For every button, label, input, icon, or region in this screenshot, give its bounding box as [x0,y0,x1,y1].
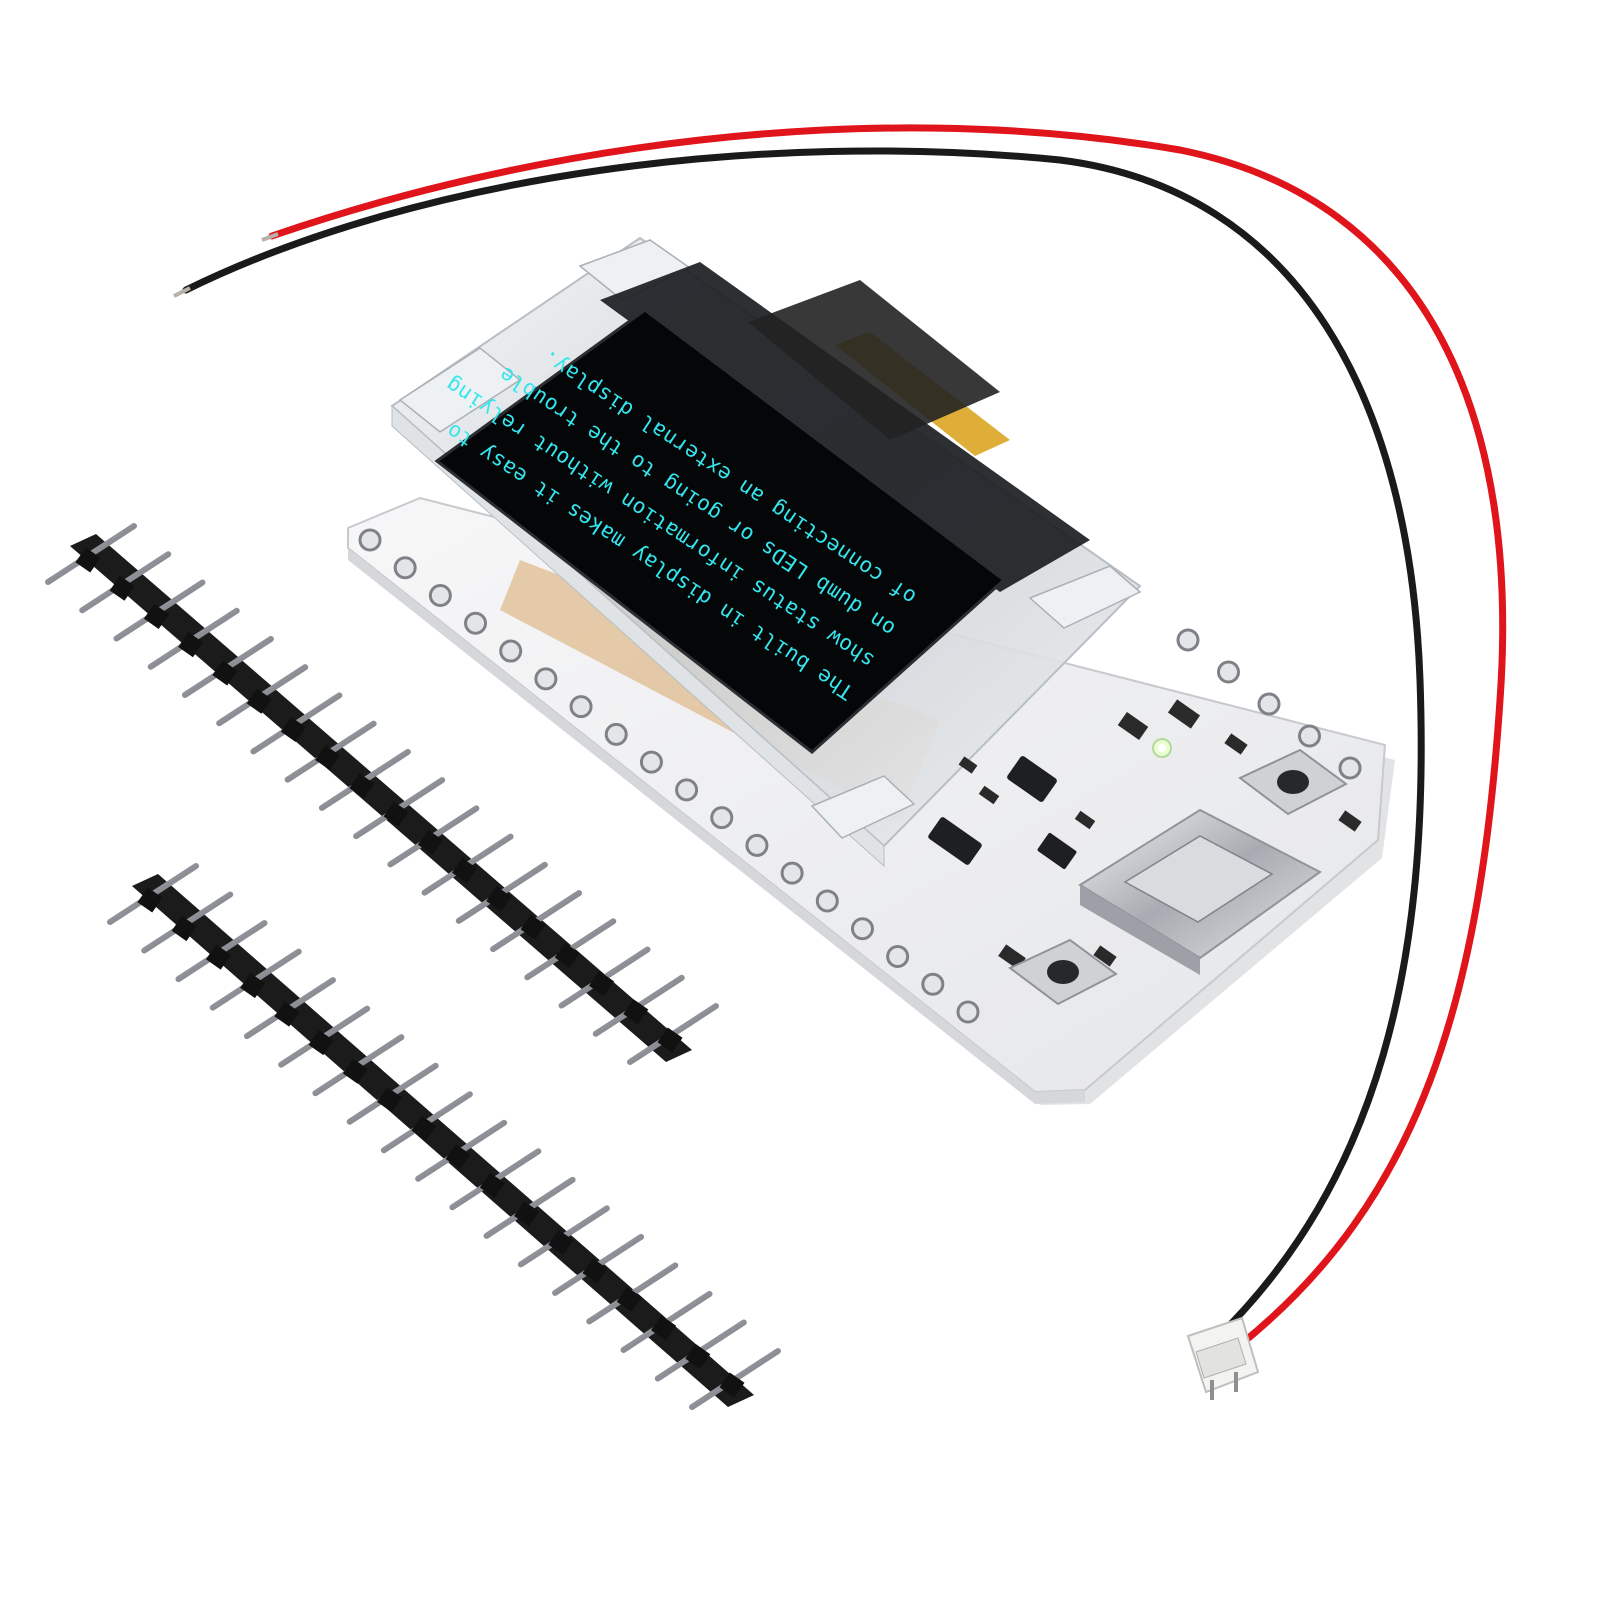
header-segment [445,1144,471,1170]
header-segment [75,547,101,573]
header-segment [315,745,341,771]
gpio-pad [569,695,593,719]
prg-button[interactable] [1008,938,1118,1006]
header-segment [417,829,443,855]
gpio-pad-row-left [358,528,980,1024]
gpio-pad [921,972,945,996]
gpio-pad [428,584,452,608]
header-segment [178,632,204,658]
header-segment [514,1201,540,1227]
gpio-pad [499,639,523,663]
gpio-pad [1176,628,1200,652]
gpio-pad [710,806,734,830]
red-wire-tip [261,232,279,242]
tactile-button-icon[interactable] [1277,770,1309,794]
gpio-pad [956,1000,980,1024]
header-segment [588,970,615,997]
gpio-pad [745,833,769,857]
header-segment [685,1343,711,1370]
red-wire [268,124,1507,1349]
header-segment [554,942,580,968]
header-segment [582,1258,608,1284]
header-segment [308,1030,334,1056]
header-segment [383,801,409,827]
header-segment [143,603,170,630]
rst-button[interactable] [1238,748,1348,816]
smd-components [928,699,1362,970]
gpio-pad [675,778,699,802]
black-wire-tip [173,286,191,298]
gpio-pad [534,667,558,691]
black-wire [182,147,1425,1344]
gpio-pad [464,611,488,635]
header-segment [452,858,478,884]
tactile-button-icon[interactable] [1047,960,1079,984]
header-segment [212,660,238,686]
dev-board: The built in display makes it easy to sh… [347,236,1395,1105]
header-segment [623,999,649,1025]
gpio-pad [1298,724,1321,748]
gpio-pad [1257,692,1281,716]
header-segment [486,886,512,912]
gpio-pad [639,750,663,774]
header-segment [246,688,272,714]
header-segment [171,915,197,942]
usb-c-port-icon[interactable] [1078,808,1322,975]
gpio-pad [850,917,874,941]
header-segment [377,1087,403,1113]
header-segment [520,914,546,940]
header-segment [274,1001,300,1027]
header-segment [411,1115,437,1141]
pin-header-strip-upper [45,523,719,1065]
gpio-pad [604,722,628,746]
gpio-pad [815,889,839,913]
gpio-pad-row-right [1176,628,1362,780]
header-segment [280,716,306,742]
battery-cable [173,124,1507,1400]
header-segment [109,575,135,601]
gpio-pad [1338,756,1362,780]
header-segment [137,887,163,913]
gpio-pad [393,556,417,580]
jst-connector [1186,1316,1260,1400]
led-icon [1152,738,1172,758]
header-segment [719,1372,745,1398]
gpio-pad [886,944,910,968]
header-segment [650,1315,677,1341]
gpio-pad [780,861,804,885]
header-segment [548,1229,574,1255]
header-segment [657,1027,683,1053]
pin-header-strip-lower [107,863,781,1410]
gpio-pad [1217,660,1240,684]
header-segment [349,773,375,799]
header-segment [342,1058,368,1084]
gpio-pad [358,528,382,552]
header-segment [205,944,232,970]
header-segment [479,1172,505,1198]
header-segment [616,1286,642,1312]
header-segment [240,973,266,999]
